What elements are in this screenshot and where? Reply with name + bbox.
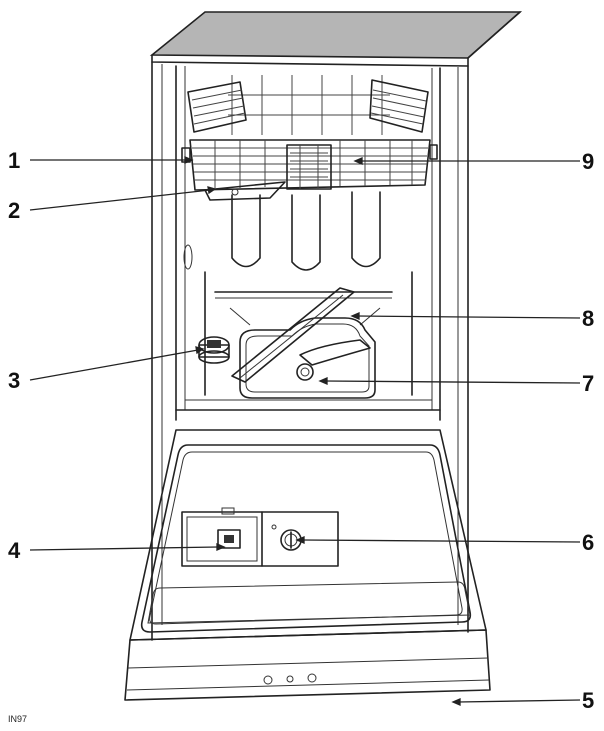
detergent-dispenser: [182, 508, 338, 566]
callout-2: 2: [8, 200, 20, 222]
callout-6: 6: [582, 532, 594, 554]
callout-3: 3: [8, 370, 20, 392]
figure-code: IN97: [8, 714, 27, 724]
callout-7: 7: [582, 373, 594, 395]
callout-9: 9: [582, 151, 594, 173]
callout-1: 1: [8, 150, 20, 172]
worktop: [152, 12, 520, 58]
lower-spray-arm: [232, 288, 370, 382]
filter-hub: [297, 364, 313, 380]
leader-lines: [30, 157, 580, 705]
callout-5: 5: [582, 690, 594, 712]
door: [125, 430, 490, 700]
callout-4: 4: [8, 540, 20, 562]
upper-rack: [182, 75, 437, 200]
rack-loops: [232, 192, 380, 270]
callout-8: 8: [582, 308, 594, 330]
salt-container-cap: [199, 337, 229, 363]
